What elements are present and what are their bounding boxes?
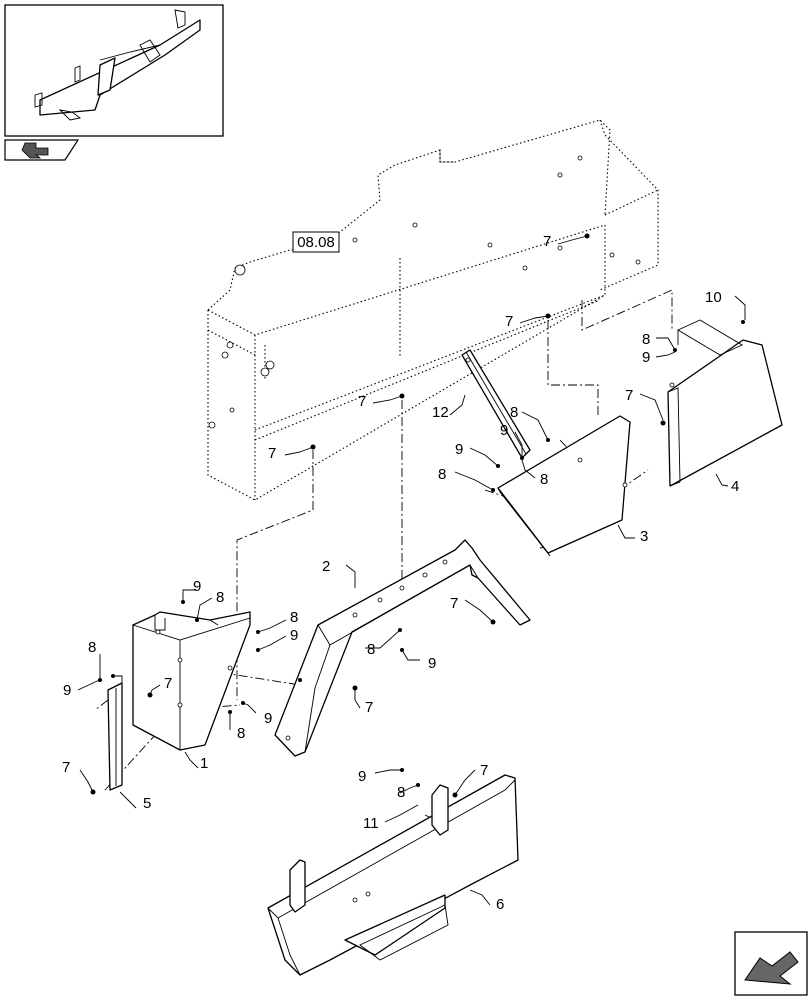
- callout-7[interactable]: 7: [543, 233, 551, 250]
- part-6-step[interactable]: [267, 774, 519, 976]
- assembly-thumbnail-icon[interactable]: [4, 4, 224, 137]
- part-1-bracket[interactable]: [132, 611, 251, 751]
- callout-9[interactable]: 9: [358, 768, 366, 785]
- leader-lines: [77, 235, 746, 906]
- callout-9[interactable]: 9: [264, 710, 272, 727]
- callout-8[interactable]: 8: [510, 404, 518, 421]
- callout-4[interactable]: 4: [731, 478, 739, 495]
- callout-8[interactable]: 8: [540, 471, 548, 488]
- callout-7[interactable]: 7: [365, 699, 373, 716]
- reference-box[interactable]: 08.08: [292, 231, 340, 253]
- callout-8[interactable]: 8: [290, 609, 298, 626]
- part-5-strap[interactable]: [107, 675, 123, 791]
- callout-7[interactable]: 7: [358, 393, 366, 410]
- callout-12[interactable]: 12: [432, 404, 449, 421]
- callout-6[interactable]: 6: [496, 896, 504, 913]
- callout-8[interactable]: 8: [88, 639, 96, 656]
- callout-8[interactable]: 8: [397, 784, 405, 801]
- callout-9[interactable]: 9: [193, 578, 201, 595]
- callout-7[interactable]: 7: [268, 445, 276, 462]
- callout-7[interactable]: 7: [450, 595, 458, 612]
- callout-7[interactable]: 7: [164, 675, 172, 692]
- part-4-plate[interactable]: [667, 319, 783, 487]
- callout-8[interactable]: 8: [237, 725, 245, 742]
- callout-labels: 1 2 3 4 5 6 7 7 7 7 7 7 7 7 7 7 7 8 8 8 …: [62, 233, 739, 913]
- callout-8[interactable]: 8: [642, 331, 650, 348]
- callout-7[interactable]: 7: [625, 387, 633, 404]
- callout-8[interactable]: 8: [438, 466, 446, 483]
- callout-9[interactable]: 9: [290, 627, 298, 644]
- callout-9[interactable]: 9: [63, 682, 71, 699]
- callout-7[interactable]: 7: [505, 313, 513, 330]
- callout-9[interactable]: 9: [500, 422, 508, 439]
- callout-9[interactable]: 9: [455, 441, 463, 458]
- callout-2[interactable]: 2: [322, 558, 330, 575]
- callout-7[interactable]: 7: [480, 762, 488, 779]
- callout-11[interactable]: 11: [363, 815, 379, 832]
- callout-8[interactable]: 8: [367, 641, 375, 658]
- callout-9[interactable]: 9: [642, 349, 650, 366]
- part-12-bar[interactable]: [461, 349, 531, 459]
- part-3-plate[interactable]: [497, 415, 631, 557]
- callout-1[interactable]: 1: [200, 755, 208, 772]
- next-page-arrow-icon[interactable]: [734, 931, 808, 996]
- previous-page-arrow-icon[interactable]: [4, 139, 80, 161]
- callout-8[interactable]: 8: [216, 589, 224, 606]
- callout-3[interactable]: 3: [640, 528, 648, 545]
- part-2-bracket[interactable]: [274, 539, 531, 757]
- callout-10[interactable]: 10: [705, 289, 722, 306]
- callout-9[interactable]: 9: [428, 655, 436, 672]
- reference-box-label: 08.08: [297, 234, 335, 251]
- callout-5[interactable]: 5: [143, 795, 151, 812]
- alignment-lines: [94, 289, 673, 861]
- callout-7[interactable]: 7: [62, 759, 70, 776]
